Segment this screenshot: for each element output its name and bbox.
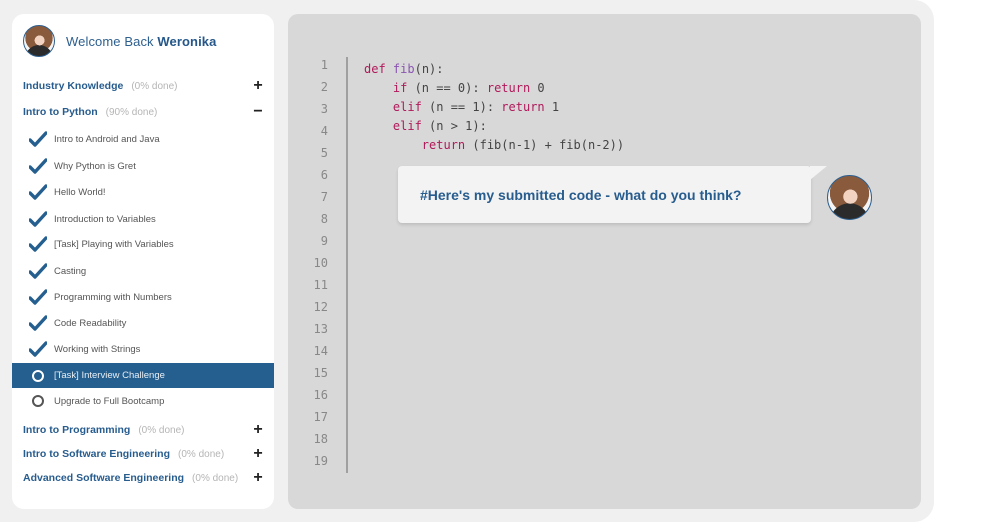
section-progress: (0% done) (138, 424, 185, 436)
line-number: 9 (320, 234, 328, 248)
lesson-item[interactable]: [Task] Playing with Variables (12, 233, 274, 255)
line-number: 13 (313, 322, 328, 336)
user-avatar (23, 25, 55, 57)
lesson-label: Programming with Numbers (54, 291, 172, 303)
line-number: 8 (320, 212, 328, 226)
lesson-item[interactable]: Hello World! (12, 181, 274, 203)
lesson-item[interactable]: Working with Strings (12, 338, 274, 360)
user-avatar (827, 175, 872, 220)
line-number: 1 (320, 58, 328, 72)
user-name: Weronika (157, 33, 217, 49)
lesson-label: Upgrade to Full Bootcamp (54, 395, 165, 407)
lesson-label: Intro to Android and Java (54, 133, 160, 145)
line-number: 4 (320, 124, 328, 138)
collapse-minus-icon[interactable]: − (253, 103, 263, 120)
chat-avatar (827, 175, 872, 220)
expand-plus-icon[interactable]: + (253, 445, 263, 462)
line-number: 17 (313, 410, 328, 424)
circle-icon (28, 369, 48, 382)
lesson-label: Code Readability (54, 317, 127, 329)
section-progress: (0% done) (178, 448, 225, 460)
section-title[interactable]: Advanced Software Engineering (23, 472, 185, 484)
app-frame: Welcome Back Weronika Industry Knowledge… (0, 0, 934, 522)
line-number: 6 (320, 168, 328, 182)
section-advanced-software-engineering[interactable]: Advanced Software Engineering (0% done) … (23, 469, 263, 487)
lesson-item[interactable]: Code Readability (12, 312, 274, 334)
welcome-header: Welcome Back Weronika (23, 24, 216, 58)
lesson-item[interactable]: Casting (12, 260, 274, 282)
line-number: 3 (320, 102, 328, 116)
checkmark-icon (28, 341, 48, 357)
greeting-label: Welcome Back (66, 33, 154, 49)
section-progress: (90% done) (105, 106, 158, 118)
section-intro-to-software-engineering[interactable]: Intro to Software Engineering (0% done) … (23, 445, 263, 463)
line-number: 18 (313, 432, 328, 446)
section-intro-to-programming[interactable]: Intro to Programming (0% done) + (23, 421, 263, 439)
chat-message: #Here's my submitted code - what do you … (420, 186, 742, 203)
section-title[interactable]: Intro to Python (23, 106, 98, 118)
lesson-label: Casting (54, 265, 87, 277)
section-intro-to-python[interactable]: Intro to Python (90% done) − (23, 103, 263, 121)
lesson-label: Working with Strings (54, 343, 141, 355)
course-sidebar: Welcome Back Weronika Industry Knowledge… (12, 14, 274, 509)
code-line[interactable]: def fib(n): (364, 62, 444, 76)
checkmark-icon (28, 315, 48, 331)
section-progress: (0% done) (131, 80, 178, 92)
line-number: 19 (313, 454, 328, 468)
section-title[interactable]: Intro to Software Engineering (23, 448, 171, 460)
checkmark-icon (28, 263, 48, 279)
lesson-item[interactable]: Intro to Android and Java (12, 128, 274, 150)
section-title[interactable]: Intro to Programming (23, 424, 131, 436)
lesson-item[interactable]: Why Python is Gret (12, 155, 274, 177)
checkmark-icon (28, 289, 48, 305)
line-number: 16 (313, 388, 328, 402)
code-line[interactable]: elif (n > 1): (392, 119, 487, 133)
code-line[interactable]: elif (n == 1): return 1 (392, 100, 560, 114)
expand-plus-icon[interactable]: + (253, 421, 263, 438)
expand-plus-icon[interactable]: + (253, 469, 263, 486)
expand-plus-icon[interactable]: + (253, 77, 263, 94)
checkmark-icon (28, 131, 48, 147)
checkmark-icon (28, 184, 48, 200)
lesson-item[interactable]: Introduction to Variables (12, 208, 274, 230)
code-line[interactable]: if (n == 0): return 0 (392, 81, 545, 95)
line-number: 5 (320, 146, 328, 160)
line-number: 10 (313, 256, 328, 270)
lesson-label: [Task] Playing with Variables (54, 238, 174, 250)
lesson-item-active[interactable]: [Task] Interview Challenge (12, 363, 274, 388)
lesson-label: [Task] Interview Challenge (54, 370, 165, 381)
circle-icon (28, 395, 48, 407)
lesson-item[interactable]: Programming with Numbers (12, 286, 274, 308)
lesson-label: Hello World! (54, 186, 106, 198)
line-number: 12 (313, 300, 328, 314)
line-number: 7 (320, 190, 328, 204)
code-line[interactable]: return (fib(n-1) + fib(n-2)) (421, 138, 625, 152)
checkmark-icon (28, 236, 48, 252)
section-industry-knowledge[interactable]: Industry Knowledge (0% done) + (23, 77, 263, 95)
line-number: 15 (313, 366, 328, 380)
lesson-item[interactable]: Upgrade to Full Bootcamp (12, 390, 274, 412)
lesson-label: Introduction to Variables (54, 213, 156, 225)
line-number: 2 (320, 80, 328, 94)
section-progress: (0% done) (192, 472, 239, 484)
chat-bubble: #Here's my submitted code - what do you … (398, 166, 827, 223)
line-number: 14 (313, 344, 328, 358)
gutter-divider (346, 57, 348, 473)
line-number: 11 (313, 278, 328, 292)
welcome-text: Welcome Back Weronika (66, 34, 216, 49)
section-title[interactable]: Industry Knowledge (23, 80, 124, 92)
lesson-label: Why Python is Gret (54, 160, 136, 172)
checkmark-icon (28, 158, 48, 174)
checkmark-icon (28, 211, 48, 227)
